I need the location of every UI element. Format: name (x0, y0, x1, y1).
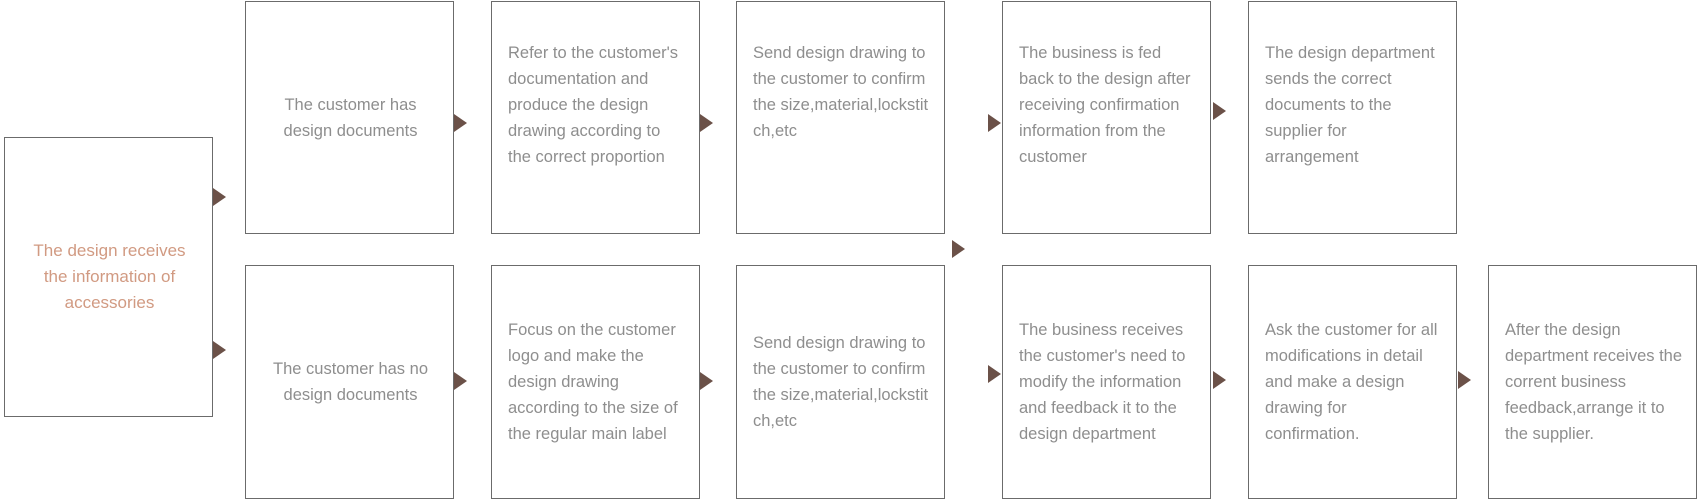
arrow-bottom-4-5 (1213, 371, 1226, 389)
bottom-step-5: Ask the customer for all modifications i… (1248, 265, 1457, 499)
bottom-step-2-text: Focus on the customer logo and make the … (508, 321, 678, 443)
top-step-2: Refer to the customer's documentation an… (491, 1, 700, 234)
top-step-5-text: The design department sends the correct … (1265, 44, 1435, 166)
arrow-top-3-4 (988, 114, 1001, 132)
root-node: The design receives the information of a… (4, 137, 213, 417)
top-step-4-text: The business is fed back to the design a… (1019, 44, 1191, 166)
top-step-5: The design department sends the correct … (1248, 1, 1457, 234)
top-step-1: The customer has design documents (245, 1, 454, 234)
arrow-bottom-2-3 (700, 372, 713, 390)
bottom-step-4: The business receives the customer's nee… (1002, 265, 1211, 499)
arrow-top-4-5 (1213, 102, 1226, 120)
top-step-4: The business is fed back to the design a… (1002, 1, 1211, 234)
arrow-top-2-3 (700, 114, 713, 132)
bottom-step-6-text: After the design department receives the… (1505, 321, 1683, 443)
bottom-step-2: Focus on the customer logo and make the … (491, 265, 700, 499)
bottom-step-1: The customer has no design documents (245, 265, 454, 499)
bottom-step-6: After the design department receives the… (1488, 265, 1697, 499)
arrow-root-to-bottom (213, 341, 226, 359)
top-step-2-text: Refer to the customer's documentation an… (508, 44, 679, 166)
bottom-step-3-text: Send design drawing to the customer to c… (753, 334, 929, 430)
bottom-step-5-text: Ask the customer for all modifications i… (1265, 321, 1438, 443)
bottom-step-3: Send design drawing to the customer to c… (736, 265, 945, 499)
bottom-step-1-text: The customer has no design documents (273, 360, 428, 404)
bottom-step-4-text: The business receives the customer's nee… (1019, 321, 1186, 443)
top-step-1-text: The customer has design documents (283, 95, 418, 140)
arrow-bottom-1-2 (454, 372, 467, 390)
arrow-bottom-3-4 (988, 365, 1001, 383)
top-step-3-text: Send design drawing to the customer to c… (753, 44, 929, 140)
top-step-3: Send design drawing to the customer to c… (736, 1, 945, 234)
arrow-bottom-5-6 (1458, 371, 1471, 389)
root-node-text: The design receives the information of a… (33, 241, 186, 312)
arrow-root-to-top (213, 188, 226, 206)
arrow-middle-merge (952, 240, 965, 258)
arrow-top-1-2 (454, 114, 467, 132)
